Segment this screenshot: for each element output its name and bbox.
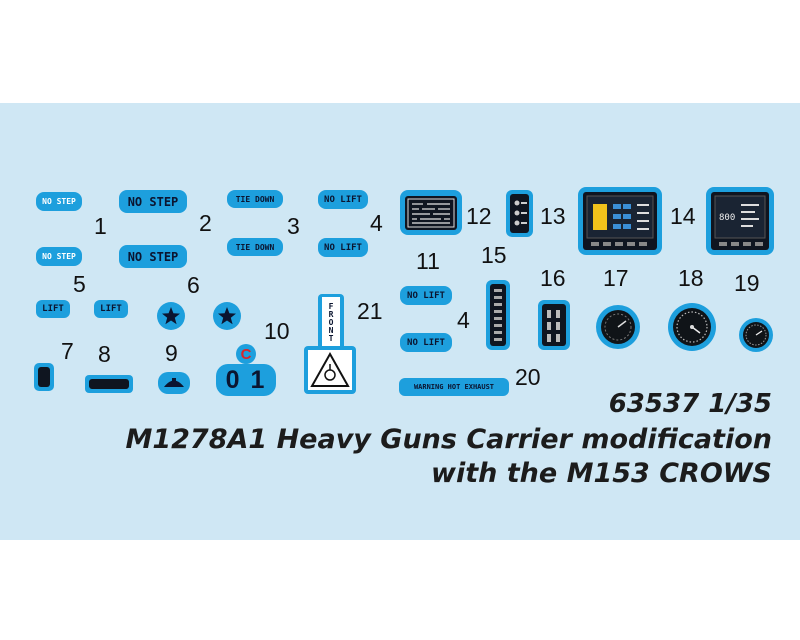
decal-plate-8 <box>85 375 133 393</box>
decal-label: LIFT <box>100 304 122 314</box>
decal-label: NO STEP <box>127 194 179 209</box>
decal-no-lift-c: NO LIFT <box>400 286 452 305</box>
decal-number-19: 19 <box>734 270 760 296</box>
gauge-19-face <box>743 322 769 348</box>
decal-number-9: 9 <box>165 340 178 366</box>
decal-emblem-9 <box>158 372 190 394</box>
decal-c-letter: C <box>240 345 252 363</box>
decal-gauge-18 <box>668 303 716 351</box>
decal-number-12: 12 <box>466 203 492 229</box>
decal-display-screen-14: 800 <box>706 187 774 255</box>
decal-number-6: 6 <box>187 272 200 298</box>
star-icon <box>162 307 180 325</box>
decal-lift-a: LIFT <box>36 300 70 318</box>
decal-no-lift-d: NO LIFT <box>400 333 452 352</box>
decal-number-4-lower: 4 <box>457 307 470 333</box>
decal-label: TIE DOWN <box>235 242 275 252</box>
display-screen-panel <box>583 192 657 250</box>
decal-plate-7 <box>34 363 54 391</box>
decal-01-digits: 0 1 <box>225 365 267 394</box>
decal-switch-panel-16 <box>538 300 570 350</box>
decal-tie-down-bottom: TIE DOWN <box>227 238 283 256</box>
decal-label: TIE DOWN <box>235 194 275 204</box>
decal-display-screen-13 <box>578 187 662 255</box>
decal-number-plate-01: 0 1 <box>216 364 276 396</box>
decal-gauge-19 <box>739 318 773 352</box>
decal-c-badge: C <box>236 344 256 364</box>
decal-number-8: 8 <box>98 341 111 367</box>
decal-lift-b: LIFT <box>94 300 128 318</box>
decal-yield-sign <box>304 346 356 394</box>
decal-star-a <box>157 302 185 330</box>
emblem-icon <box>164 378 184 387</box>
control-strip-panel <box>510 194 529 233</box>
decal-gauge-17 <box>596 305 640 349</box>
control-strip-graphic <box>514 200 527 226</box>
display-screen-graphic: 800 <box>714 195 766 246</box>
kit-code: 63537 1/35 <box>608 389 772 419</box>
decal-number-4-top: 4 <box>370 210 383 236</box>
decal-label: LIFT <box>42 304 64 314</box>
decal-number-7: 7 <box>61 338 74 364</box>
data-plate-text-graphic <box>407 198 455 227</box>
decal-tie-down-top: TIE DOWN <box>227 190 283 208</box>
decal-no-step-small-bottom: NO STEP <box>36 247 82 266</box>
decal-number-16: 16 <box>540 265 566 291</box>
data-plate-panel <box>405 195 457 230</box>
decal-no-step-large-top: NO STEP <box>119 190 187 213</box>
decal-label: WARNING HOT EXHAUST <box>413 383 495 391</box>
front-post-inner: FRONT <box>322 297 340 347</box>
display-screen-panel: 800 <box>711 192 769 250</box>
decal-label: NO LIFT <box>324 194 362 205</box>
front-label: FRONT <box>326 302 336 342</box>
decal-number-3: 3 <box>287 213 300 239</box>
decal-number-2: 2 <box>199 210 212 236</box>
star-icon <box>218 307 236 325</box>
decal-control-strip-12 <box>506 190 533 237</box>
switch-column-panel <box>490 284 506 346</box>
decal-number-15: 15 <box>481 242 507 268</box>
plate-8-panel <box>89 379 129 389</box>
decal-label: NO STEP <box>42 197 76 206</box>
decal-switch-column-15 <box>486 280 510 350</box>
decal-number-20: 20 <box>515 364 541 390</box>
display-screen-graphic <box>586 195 654 246</box>
decal-number-18: 18 <box>678 265 704 291</box>
gauge-17-face <box>601 310 635 344</box>
decal-label: NO LIFT <box>407 290 445 301</box>
decal-number-21: 21 <box>357 298 383 324</box>
decal-star-b <box>213 302 241 330</box>
decal-sheet-background <box>0 103 800 540</box>
decal-no-step-small-top: NO STEP <box>36 192 82 211</box>
svg-text:800: 800 <box>719 213 735 223</box>
plate-7-panel <box>38 367 50 387</box>
decal-label: NO LIFT <box>324 242 362 253</box>
decal-no-lift-b: NO LIFT <box>318 238 368 257</box>
decal-label: NO LIFT <box>407 337 445 348</box>
decal-label: NO STEP <box>127 249 179 264</box>
gauge-18-face <box>673 308 711 346</box>
decal-number-17: 17 <box>603 265 629 291</box>
decal-number-11: 11 <box>416 248 440 274</box>
decal-number-5: 5 <box>73 271 86 297</box>
decal-number-10: 10 <box>264 318 290 344</box>
decal-no-step-large-bottom: NO STEP <box>119 245 187 268</box>
decal-label: NO STEP <box>42 252 76 261</box>
kit-title-line2: with the M153 CROWS <box>431 458 772 489</box>
hazard-sign-icon <box>308 350 352 390</box>
switch-panel-graphic <box>547 310 560 342</box>
decal-front-post: FRONT <box>318 294 344 350</box>
decal-number-13: 13 <box>540 203 566 229</box>
switch-column-graphic <box>494 289 502 341</box>
decal-data-plate-11 <box>400 190 462 235</box>
decal-no-lift-a: NO LIFT <box>318 190 368 209</box>
kit-title-line1: M1278A1 Heavy Guns Carrier modification <box>125 424 772 455</box>
switch-panel-panel <box>542 304 566 346</box>
decal-number-1: 1 <box>94 213 107 239</box>
decal-warning-hot-exhaust: WARNING HOT EXHAUST <box>399 378 509 396</box>
decal-number-14: 14 <box>670 203 696 229</box>
